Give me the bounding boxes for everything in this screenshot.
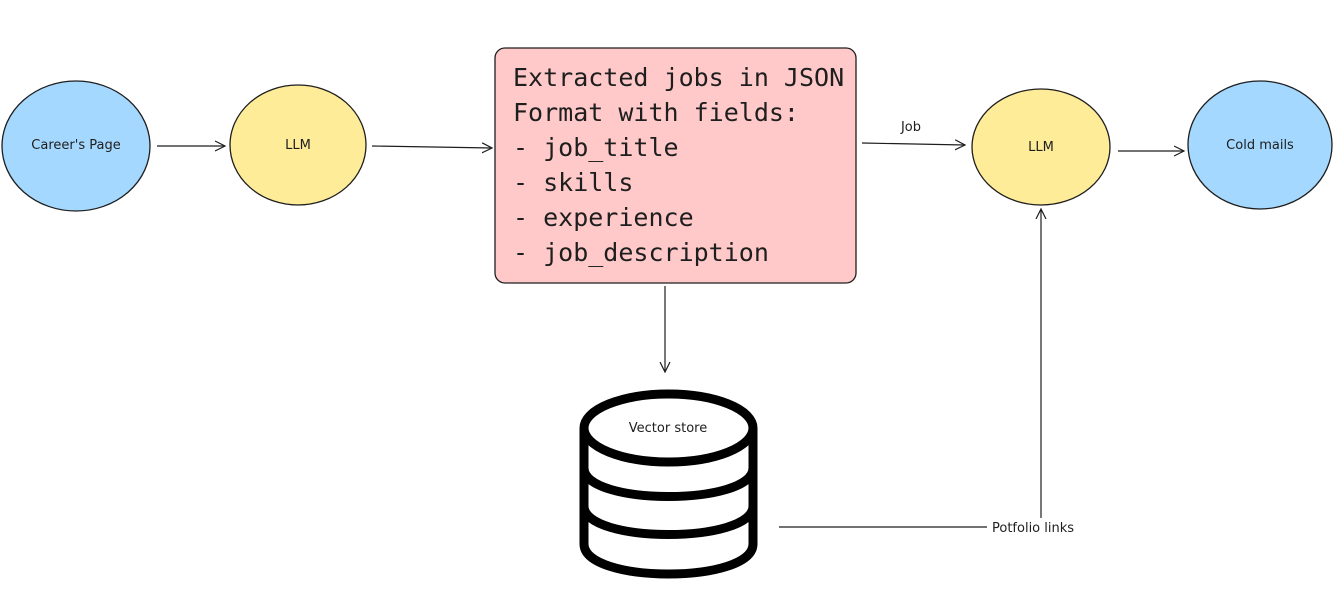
cold-mails-node[interactable]: Cold mails (1187, 80, 1333, 210)
careers-page-node[interactable]: Career's Page (1, 80, 151, 212)
jobs-line-1: Extracted jobs in JSON (513, 63, 844, 92)
llm-generate-label: LLM (1028, 140, 1054, 155)
database-icon (579, 389, 758, 579)
jobs-line-4: - skills (513, 168, 633, 197)
job-edge-label: Job (900, 120, 921, 135)
cold-mails-shape (1187, 80, 1333, 210)
jobs-line-5: - experience (513, 203, 694, 232)
arrow-jobs-to-llm (861, 143, 965, 145)
llm-extract-label: LLM (285, 138, 311, 153)
jobs-line-2: Format with fields: (513, 98, 799, 127)
jobs-json-box[interactable]: Extracted jobs in JSON Format with field… (494, 47, 857, 284)
vector-store-label: Vector store (629, 421, 707, 436)
portfolio-edge-label: Potfolio links (992, 521, 1074, 536)
jobs-json-shape (494, 47, 857, 284)
jobs-line-6: - job_description (513, 238, 769, 267)
llm-generate-node[interactable]: LLM (971, 88, 1111, 206)
arrow-llm-to-jobs (371, 146, 492, 148)
vector-store-node[interactable]: Vector store (579, 389, 758, 579)
careers-page-label: Career's Page (31, 138, 120, 153)
llm-extract-node[interactable]: LLM (229, 84, 367, 206)
llm-generate-shape (971, 88, 1111, 206)
careers-page-shape (1, 80, 151, 212)
cold-mails-label: Cold mails (1226, 138, 1294, 153)
jobs-line-3: - job_title (513, 133, 679, 162)
llm-extract-shape (229, 84, 367, 206)
